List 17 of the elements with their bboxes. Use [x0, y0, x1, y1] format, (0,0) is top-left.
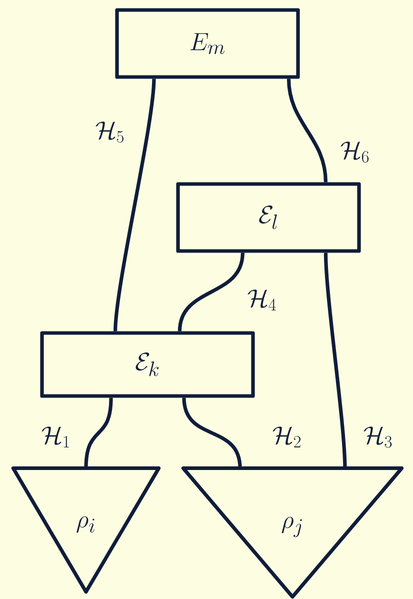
connector-line: [324, 252, 347, 468]
process-box: $\mathcal{E}_l$: [176, 182, 361, 253]
triangle: $\rho_i$: [11, 466, 161, 594]
process-box: $E_m$: [115, 8, 300, 79]
edge-label: $\mathcal{H}_6$: [339, 140, 371, 164]
connector-line: [178, 252, 244, 332]
process-box: $\mathcal{E}_k$: [40, 331, 255, 398]
triangle: $\rho_j$: [181, 466, 404, 599]
edge-label: $\mathcal{H}_5$: [94, 120, 126, 144]
connector-line: [286, 78, 328, 182]
edge-label: $\mathcal{H}_2$: [271, 426, 303, 448]
edge-label: $\mathcal{H}_3$: [362, 426, 394, 448]
edge-label: $\mathcal{H}_4$: [246, 288, 278, 312]
connector-line: [114, 78, 156, 332]
edge-label: $\mathcal{H}_1$: [40, 426, 72, 448]
connector-line: [182, 398, 242, 468]
connector-line: [84, 398, 113, 468]
